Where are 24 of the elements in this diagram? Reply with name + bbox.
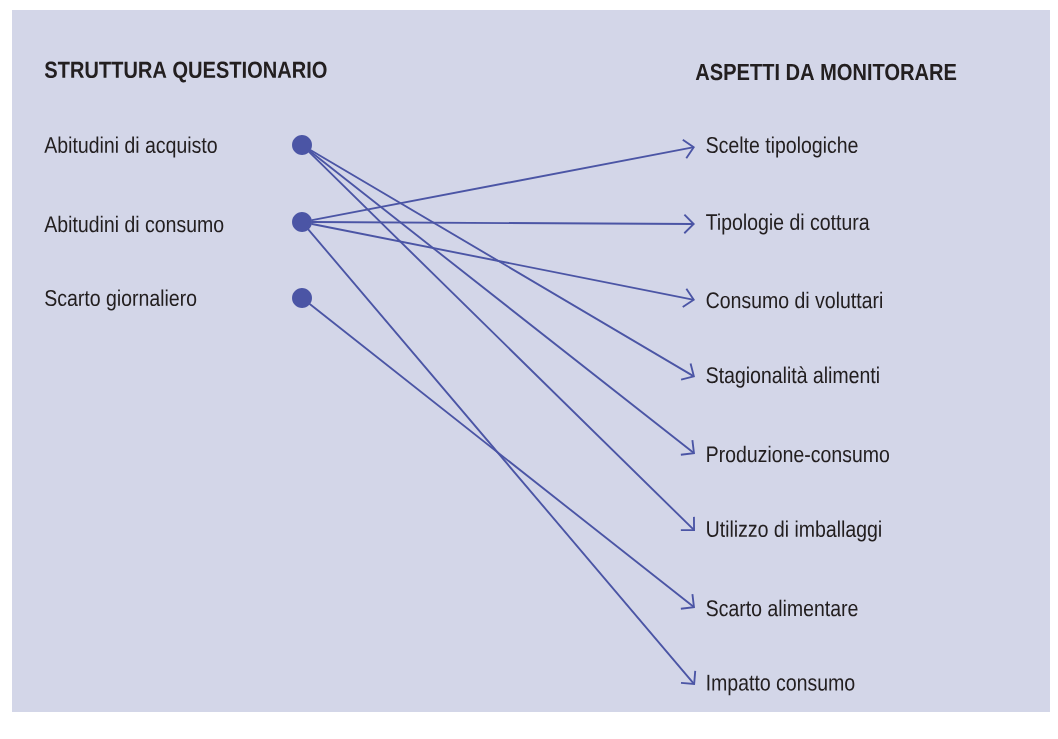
item-text: Abitudini di consumo [44, 215, 224, 233]
item-text: Utilizzo di imballaggi [707, 520, 881, 542]
arrow [309, 150, 695, 456]
arrow [307, 228, 697, 685]
item-text: Abitudini di acquisto [44, 136, 217, 158]
item-text: Scarto alimentare [706, 599, 858, 617]
item-text: Produzione-consumo [707, 445, 889, 463]
arrow [308, 151, 695, 532]
dot [292, 212, 312, 232]
item-text: Impatto consumo [707, 674, 855, 696]
item-text: Scelte tipologiche [706, 136, 858, 158]
item-text: Stagionalità alimenti [706, 366, 879, 388]
dot [292, 288, 312, 308]
column-heading: ASPETTI DA MONITORARE [695, 63, 957, 81]
dot [292, 135, 312, 155]
item-text: Tipologie di cottura [706, 213, 870, 235]
arrow [309, 149, 695, 381]
arrow [311, 138, 695, 221]
item-text: Consumo di voluttari [706, 291, 882, 309]
column-heading: STRUTTURA QUESTIONARIO [44, 61, 327, 83]
arrow [309, 303, 695, 610]
arrow [311, 223, 695, 308]
arrow [311, 213, 695, 235]
item-text: Scarto giornaliero [45, 289, 197, 311]
